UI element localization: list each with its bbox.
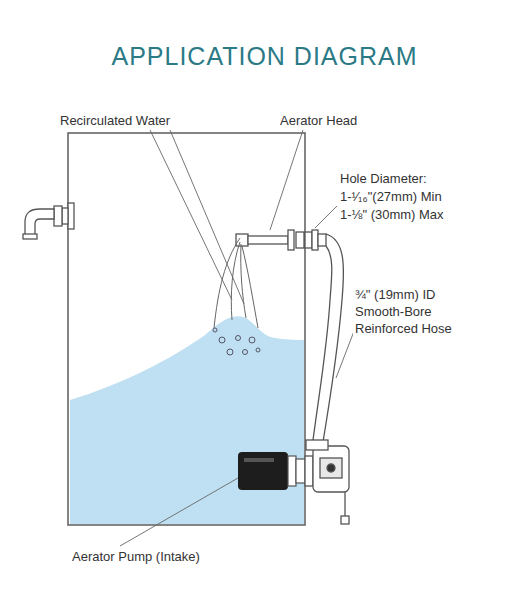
bubbles [213,328,260,355]
diagram-title: APPLICATION DIAGRAM [0,42,529,71]
water [70,316,304,524]
leader-line [120,130,356,546]
pump-body [305,440,349,524]
dimension-label: 1-⅛" (30mm) Max [338,206,446,223]
part-label: Recirculated Water [58,112,172,129]
part-label: Aerator Head [278,112,359,129]
dimension-heading: Hole Diameter: [338,170,429,187]
aerator-head [236,230,326,250]
pump-intake [238,452,305,490]
tank [68,133,305,525]
part-label: Aerator Pump (Intake) [70,548,202,565]
water-stream [214,238,258,328]
hose [312,234,343,448]
dimension-label: 1-¹⁄₁₆"(27mm) Min [338,188,444,205]
hose-spec: ¾" (19mm) ID Smooth-Bore Reinforced Hose [353,286,479,337]
outlet-fitting [23,203,74,239]
